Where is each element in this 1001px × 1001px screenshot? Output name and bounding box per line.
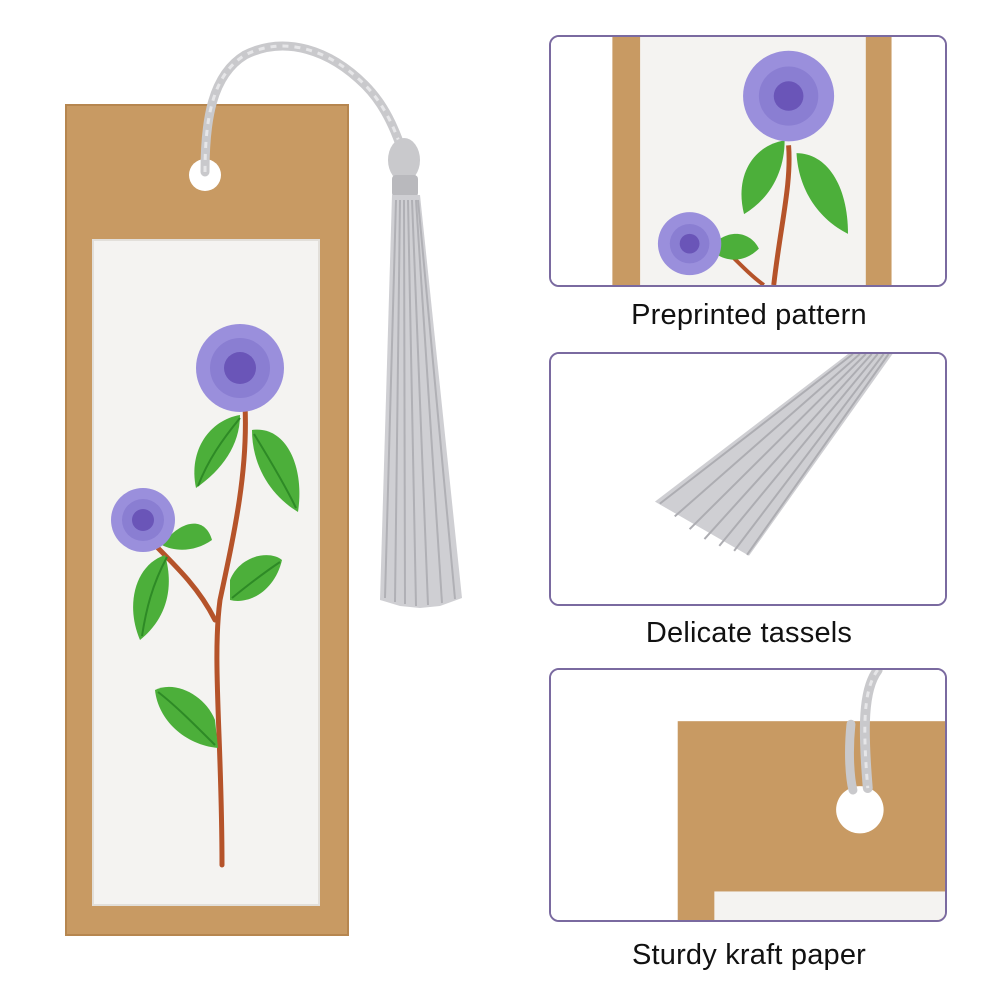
caption-sturdy-kraft-paper: Sturdy kraft paper: [631, 939, 867, 971]
tassel-closeup: [551, 354, 945, 604]
flower-small: [111, 488, 175, 552]
main-bookmark-image: [65, 41, 462, 936]
caption-delicate-tassels: Delicate tassels: [645, 617, 853, 649]
callout-tassel-panel: [549, 352, 947, 606]
flower-large: [196, 324, 284, 412]
pattern-closeup: [551, 37, 945, 285]
callout-kraft-panel: [549, 668, 947, 922]
callout-pattern-panel: [549, 35, 947, 287]
linen-panel: [93, 240, 319, 905]
stems: [147, 402, 248, 868]
tassel: [380, 138, 462, 608]
caption-preprinted-pattern: Preprinted pattern: [631, 299, 867, 331]
kraft-closeup: [551, 670, 945, 920]
